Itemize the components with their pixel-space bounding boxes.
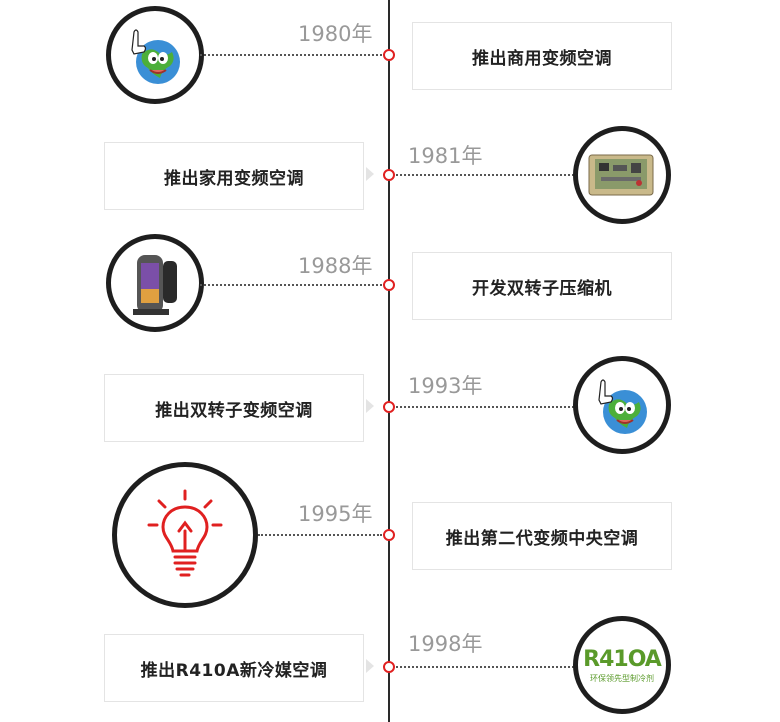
event-card: 推出商用变频空调: [412, 22, 672, 90]
timeline-item-1993: 推出双转子变频空调 1993年: [0, 350, 780, 460]
circuit-board-icon: [583, 145, 661, 205]
item-image-frame: [573, 126, 671, 224]
connector-dots: [200, 54, 382, 56]
timeline-item-1981: 推出家用变频空调 1981年: [0, 118, 780, 228]
light-bulb-icon: [145, 487, 225, 583]
compressor-icon: [123, 247, 187, 319]
year-label: 1981年: [408, 140, 482, 170]
timeline-item-1998: 推出R410A新冷媒空调 1998年 R41OA 环保领先型制冷剂: [0, 610, 780, 720]
year-label: 1988年: [298, 250, 372, 280]
item-image-frame: [106, 234, 204, 332]
item-image-frame: [112, 462, 258, 608]
connector-dots: [200, 284, 382, 286]
timeline-node: [383, 169, 395, 181]
connector-dots: [396, 666, 574, 668]
item-image-frame: R41OA 环保领先型制冷剂: [573, 616, 671, 714]
connector-dots: [258, 534, 382, 536]
year-label: 1998年: [408, 628, 482, 658]
timeline-node: [383, 49, 395, 61]
event-card: 推出家用变频空调: [104, 142, 364, 210]
earth-mascot-icon: [587, 370, 657, 440]
year-label: 1995年: [298, 498, 372, 528]
timeline-item-1980: 1980年 推出商用变频空调: [0, 0, 780, 110]
connector-dots: [396, 174, 574, 176]
event-card: 推出双转子变频空调: [104, 374, 364, 442]
year-label: 1980年: [298, 18, 372, 48]
logo-text: R41OA: [583, 647, 661, 672]
year-label: 1993年: [408, 370, 482, 400]
logo-subtext: 环保领先型制冷剂: [590, 673, 654, 684]
timeline-node: [383, 401, 395, 413]
event-card: 推出R410A新冷媒空调: [104, 634, 364, 702]
timeline-node: [383, 279, 395, 291]
timeline-node: [383, 529, 395, 541]
card-pointer: [366, 167, 374, 181]
timeline-item-1988: 1988年 开发双转子压缩机: [0, 232, 780, 342]
event-card: 推出第二代变频中央空调: [412, 502, 672, 570]
item-image-frame: [573, 356, 671, 454]
earth-mascot-icon: [120, 20, 190, 90]
timeline-item-1995: 1995年 推出第二代变频中央空调: [0, 462, 780, 572]
connector-dots: [396, 406, 574, 408]
card-pointer: [366, 399, 374, 413]
timeline-node: [383, 661, 395, 673]
event-card: 开发双转子压缩机: [412, 252, 672, 320]
card-pointer: [366, 659, 374, 673]
r410a-logo: R41OA 环保领先型制冷剂: [583, 647, 661, 684]
item-image-frame: [106, 6, 204, 104]
